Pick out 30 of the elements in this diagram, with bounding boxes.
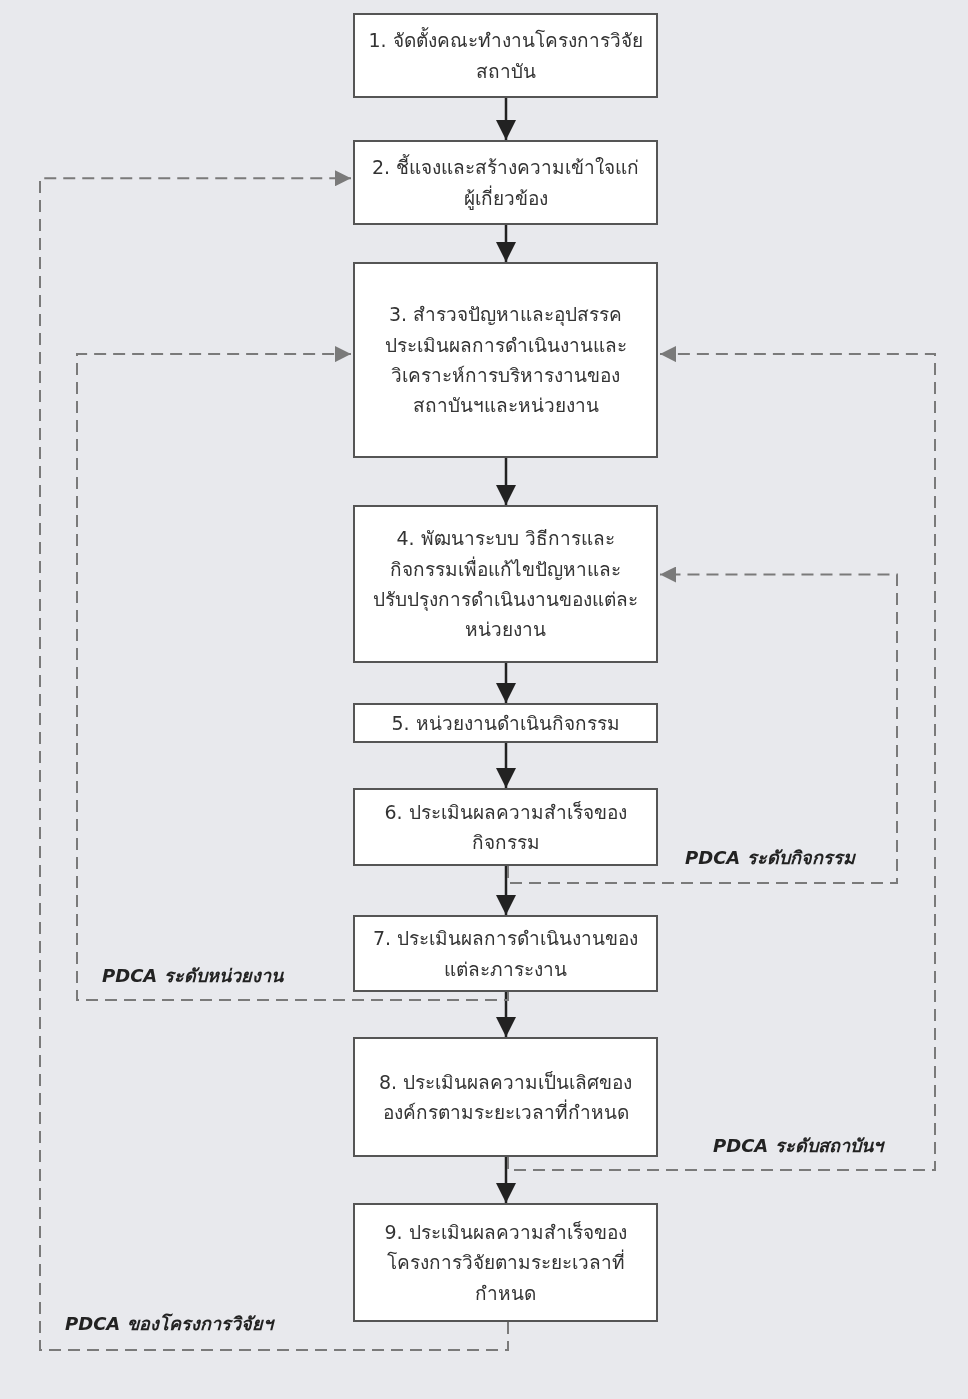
dashed-feedback-arrow xyxy=(507,346,936,1171)
process-box xyxy=(353,788,658,866)
arrow xyxy=(496,743,516,788)
step-text: 6. ประเมินผลความสำเร็จของกิจกรรม xyxy=(383,799,628,855)
step-text: 7. ประเมินผลการดำเนินงานของแต่ละภาระงาน xyxy=(371,926,640,982)
process-box xyxy=(353,505,658,663)
process-box xyxy=(353,140,658,225)
arrow xyxy=(496,1157,516,1203)
arrow xyxy=(496,98,516,140)
step-text: 9. ประเมินผลความสำเร็จของโครงการวิจัยตามระยะเวลาที่กำหนด xyxy=(383,1219,628,1306)
step-text: 5. หน่วยงานดำเนินกิจกรรม xyxy=(391,710,620,736)
step-text: 4. พัฒนาระบบ วิธีการและกิจกรรมเพื่อแก้ไขปัญหาและปรับปรุงการดำเนินงานของแต่ละหน่วยงาน xyxy=(372,526,639,643)
arrow xyxy=(496,225,516,262)
process-box xyxy=(353,262,658,458)
process-box xyxy=(353,703,658,743)
step-text: 8. ประเมินผลความเป็นเลิศขององค์กรตามระยะเวลาที่กำหนด xyxy=(377,1069,634,1125)
arrow xyxy=(496,458,516,505)
process-box xyxy=(353,13,658,98)
process-box xyxy=(353,1037,658,1157)
arrow xyxy=(496,663,516,703)
step-text: 1. จัดตั้งคณะทำงานโครงการวิจัยสถาบัน xyxy=(367,26,644,84)
arrow xyxy=(496,992,516,1037)
step-text: 3. สำรวจปัญหาและอุปสรรคประเมินผลการดำเนินงานและวิเคราะห์การบริหารงานของสถาบันฯและหน่วยงาน xyxy=(383,302,628,419)
dashed-feedback-arrow xyxy=(76,346,509,1001)
dashed-feedback-arrow xyxy=(39,170,509,1351)
arrow xyxy=(496,866,516,915)
step-text: 2. ชี้แจงและสร้างความเข้าใจแก่ผู้เกี่ยวข้อง xyxy=(370,153,641,212)
process-box xyxy=(353,915,658,992)
dashed-feedback-arrow xyxy=(507,566,898,884)
process-box xyxy=(353,1203,658,1322)
